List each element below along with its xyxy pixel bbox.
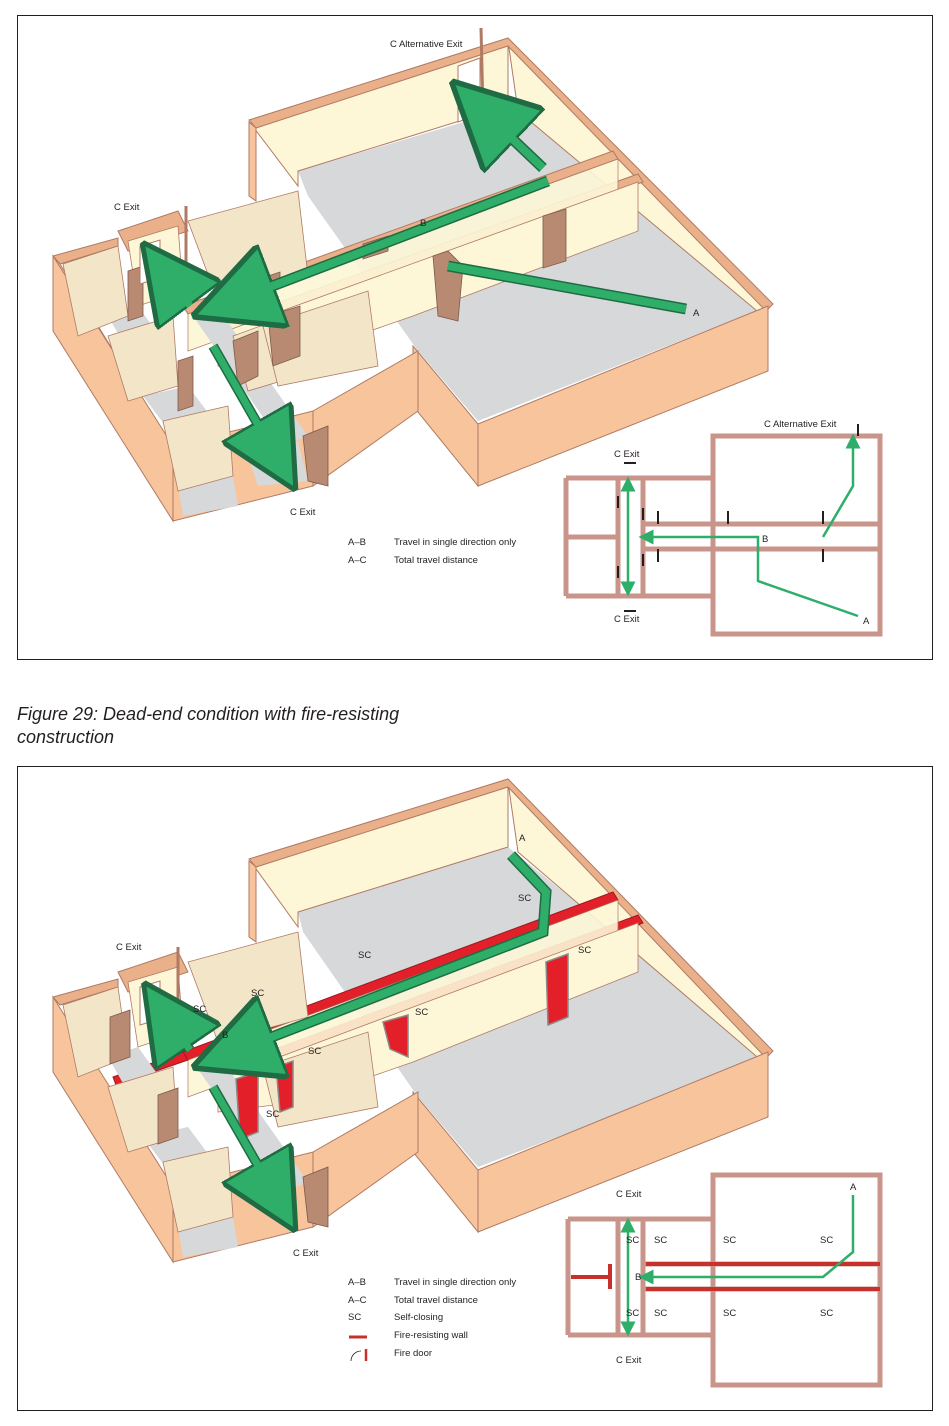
point-a-label: A [693, 308, 700, 319]
figure-28-illustration: C Alternative Exit C Exit C Exit A B A–B… [52, 27, 883, 637]
caption-line: Figure 29: Dead-end condition with fire-… [17, 704, 400, 724]
legend-key: A–C [348, 555, 367, 566]
sc-label: SC [308, 1046, 321, 1057]
sc-label: SC [654, 1308, 667, 1319]
figure-29-caption: Figure 29: Dead-end condition with fire-… [17, 703, 457, 749]
plan-fire-walls [571, 1262, 880, 1291]
caption-line: construction [17, 727, 115, 747]
legend-text: Total travel distance [394, 1295, 478, 1306]
legend-text: Self-closing [394, 1312, 443, 1323]
legend-key: A–C [348, 1295, 367, 1306]
legend-text: Travel in single direction only [394, 537, 516, 548]
legend-key: A–B [348, 1277, 366, 1288]
fire-door-swatch [350, 1350, 362, 1362]
legend: A–B Travel in single direction only A–C … [348, 537, 516, 566]
escape-route-arrows [166, 111, 687, 456]
sc-label: SC [723, 1235, 736, 1246]
alt-exit-label: C Alternative Exit [390, 39, 463, 50]
legend-text: Total travel distance [394, 555, 478, 566]
plan-sc-labels: SC SC SC SC SC SC SC SC [626, 1235, 833, 1319]
sc-label: SC [626, 1235, 639, 1246]
isometric-building [52, 27, 774, 523]
plan-alt-exit-label: C Alternative Exit [764, 419, 837, 430]
plan-point-a-label: A [863, 616, 870, 627]
sc-label: SC [251, 988, 264, 999]
escape-route-arrows [166, 851, 552, 1197]
legend-key: SC [348, 1312, 361, 1323]
self-closing-labels: SC SC SC SC SC SC SC SC [193, 893, 591, 1120]
point-b-label: B [222, 1030, 228, 1041]
exit-bottom-label: C Exit [293, 1248, 319, 1259]
sc-label: SC [820, 1235, 833, 1246]
legend-text: Fire-resisting wall [394, 1330, 468, 1341]
exit-bottom-label: C Exit [290, 507, 316, 518]
sc-label: SC [193, 1004, 206, 1015]
legend-text: Fire door [394, 1348, 432, 1359]
figure-29-illustration: A B C Exit C Exit SC SC SC SC SC SC SC S… [52, 778, 883, 1388]
point-b-label: B [420, 218, 426, 229]
plan-route [620, 433, 861, 618]
sc-label: SC [654, 1235, 667, 1246]
sc-label: SC [820, 1308, 833, 1319]
sc-label: SC [626, 1308, 639, 1319]
plan-exit-bottom-label: C Exit [616, 1355, 642, 1366]
plan-exit-top-label: C Exit [614, 449, 640, 460]
isometric-building [52, 778, 774, 1264]
sc-label: SC [578, 945, 591, 956]
plan-point-b-label: B [635, 1272, 641, 1283]
point-a-label: A [519, 833, 526, 844]
exit-left-label: C Exit [116, 942, 142, 953]
plan-exit-bottom-label: C Exit [614, 614, 640, 625]
sc-label: SC [415, 1007, 428, 1018]
legend-key: A–B [348, 537, 366, 548]
plan-route [620, 1195, 855, 1337]
legend: A–B Travel in single direction only A–C … [348, 1277, 516, 1362]
exit-left-label: C Exit [114, 202, 140, 213]
sc-label: SC [266, 1109, 279, 1120]
plan-point-b-label: B [762, 534, 768, 545]
sc-label: SC [723, 1308, 736, 1319]
legend-text: Travel in single direction only [394, 1277, 516, 1288]
plan-point-a-label: A [850, 1182, 857, 1193]
figure-28-panel: C Alternative Exit C Exit C Exit A B A–B… [17, 15, 933, 660]
sc-label: SC [518, 893, 531, 904]
sc-label: SC [358, 950, 371, 961]
figure-29-panel: A B C Exit C Exit SC SC SC SC SC SC SC S… [17, 766, 933, 1411]
floor-plan [565, 1172, 883, 1388]
plan-exit-top-label: C Exit [616, 1189, 642, 1200]
